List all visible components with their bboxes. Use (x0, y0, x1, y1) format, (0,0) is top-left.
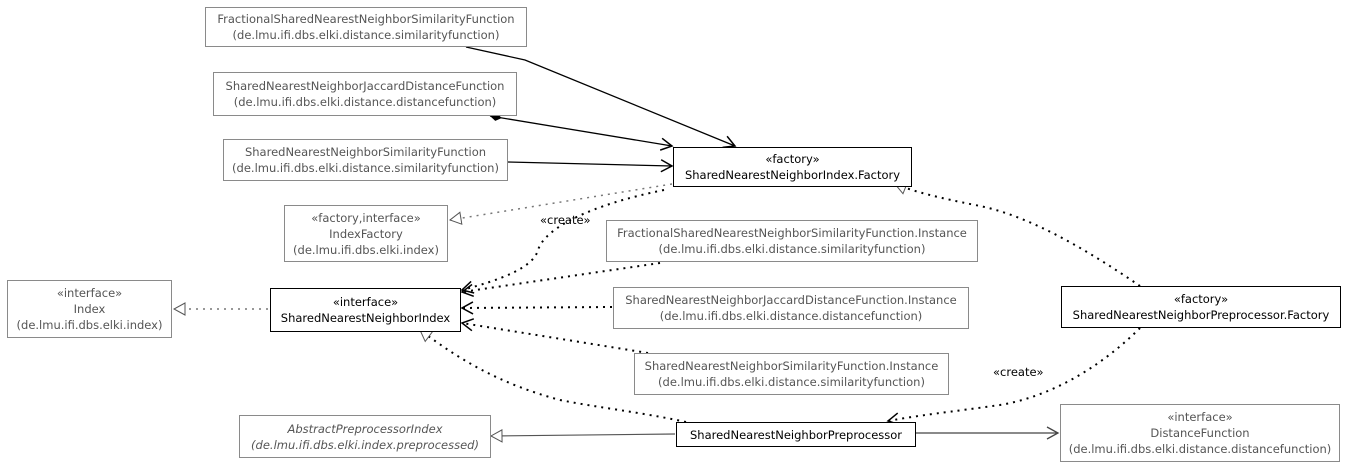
class-name: SharedNearestNeighborIndex (280, 311, 451, 325)
edge-preprocfactory-creates-preproc (886, 327, 1141, 426)
edge-snn-jaccard-to-factory (489, 113, 674, 151)
edge-jaccard-instance-to-index (460, 301, 613, 315)
class-snn-jaccard-instance[interactable]: SharedNearestNeighborJaccardDistanceFunc… (613, 287, 969, 329)
class-name: FractionalSharedNearestNeighborSimilarit… (617, 226, 967, 240)
create-label-preproc-factory: «create» (993, 365, 1044, 379)
class-name: SharedNearestNeighborSimilarityFunction.… (644, 359, 939, 373)
class-name: SharedNearestNeighborPreprocessor (689, 427, 903, 442)
class-stereotype: «factory,interface» (311, 210, 421, 225)
edge-factory-creates-index (460, 189, 665, 294)
class-package: (de.lmu.ifi.dbs.elki.index) (16, 318, 163, 332)
edge-snn-sim-to-factory (507, 159, 674, 173)
class-package: (de.lmu.ifi.dbs.elki.distance.similarity… (232, 161, 499, 175)
class-package: (de.lmu.ifi.dbs.elki.index.preprocessed) (251, 437, 479, 452)
class-fractional-snn-similarity-function[interactable]: FractionalSharedNearestNeighborSimilarit… (205, 7, 527, 47)
class-package: (de.lmu.ifi.dbs.elki.distance.similarity… (232, 28, 500, 42)
class-name: SharedNearestNeighborJaccardDistanceFunc… (225, 79, 505, 93)
class-stereotype: «factory» (1173, 292, 1229, 306)
class-distance-function-interface[interactable]: «interface» DistanceFunction (de.lmu.ifi… (1060, 404, 1340, 462)
class-snn-index-interface[interactable]: «interface» SharedNearestNeighborIndex (270, 288, 461, 332)
class-name: SharedNearestNeighborPreprocessor.Factor… (1072, 308, 1330, 322)
class-package: (de.lmu.ifi.dbs.elki.distance.similarity… (658, 375, 925, 389)
class-package: (de.lmu.ifi.dbs.elki.distance.similarity… (658, 242, 926, 256)
create-label-factory: «create» (540, 213, 591, 227)
class-package: (de.lmu.ifi.dbs.elki.distance.distancefu… (233, 95, 497, 109)
class-name: AbstractPreprocessorIndex (287, 421, 443, 436)
class-abstract-preprocessor-index[interactable]: AbstractPreprocessorIndex (de.lmu.ifi.db… (239, 415, 491, 458)
edge-factory-realizes-indexfactory (448, 183, 673, 225)
class-snn-preprocessor[interactable]: SharedNearestNeighborPreprocessor (676, 422, 916, 447)
class-snn-preprocessor-factory[interactable]: «factory» SharedNearestNeighborPreproces… (1061, 286, 1341, 328)
class-snn-similarity-function[interactable]: SharedNearestNeighborSimilarityFunction … (223, 139, 508, 181)
class-stereotype: «interface» (56, 286, 123, 300)
class-name: SharedNearestNeighborSimilarityFunction (244, 145, 487, 159)
class-name: IndexFactory (329, 226, 403, 241)
class-name: DistanceFunction (1150, 426, 1250, 440)
class-name: Index (73, 302, 106, 316)
class-name: SharedNearestNeighborIndex.Factory (684, 168, 901, 182)
class-index-factory-interface[interactable]: «factory,interface» IndexFactory (de.lmu… (284, 205, 448, 262)
class-index-interface[interactable]: «interface» Index (de.lmu.ifi.dbs.elki.i… (7, 280, 172, 338)
edge-preprocfactory-realizes-factory (894, 181, 1141, 287)
class-stereotype: «factory» (765, 152, 820, 166)
class-name: SharedNearestNeighborJaccardDistanceFunc… (625, 293, 957, 307)
edge-preproc-realizes-index (419, 329, 687, 423)
class-package: (de.lmu.ifi.dbs.elki.distance.distancefu… (659, 309, 923, 323)
class-snn-jaccard-distance-function[interactable]: SharedNearestNeighborJaccardDistanceFunc… (213, 72, 517, 116)
class-stereotype: «interface» (1167, 410, 1233, 424)
class-package: (de.lmu.ifi.dbs.elki.distance.distancefu… (1068, 442, 1332, 456)
edge-preproc-extends-abstract (489, 429, 676, 443)
class-snn-similarity-instance[interactable]: SharedNearestNeighborSimilarityFunction.… (634, 353, 949, 395)
class-snn-index-factory[interactable]: «factory» SharedNearestNeighborIndex.Fac… (673, 147, 912, 187)
class-stereotype: «interface» (332, 295, 399, 309)
class-fractional-snn-similarity-instance[interactable]: FractionalSharedNearestNeighborSimilarit… (606, 220, 978, 262)
class-name: FractionalSharedNearestNeighborSimilarit… (217, 12, 515, 26)
class-package: (de.lmu.ifi.dbs.elki.index) (293, 242, 439, 257)
